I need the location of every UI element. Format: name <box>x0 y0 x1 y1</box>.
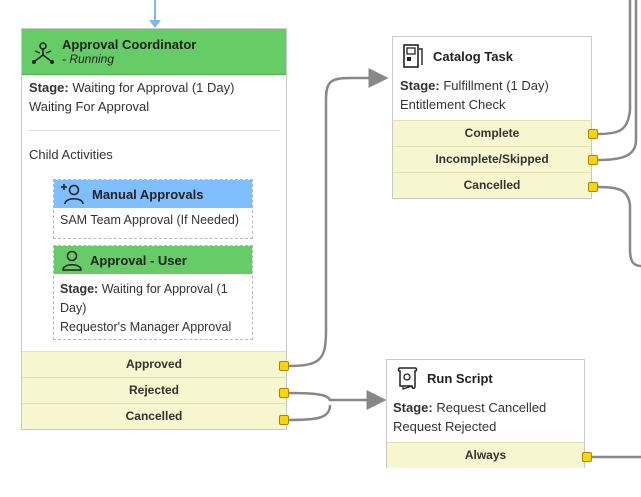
exit-complete[interactable]: Complete <box>393 120 591 146</box>
child-manual-approvals[interactable]: Manual Approvals SAM Team Approval (If N… <box>53 179 253 239</box>
user-icon <box>60 248 84 272</box>
approval-coordinator-stage: Stage: Waiting for Approval (1 Day) <box>29 80 235 95</box>
catalog-task-node[interactable]: Catalog Task Stage: Fulfillment (1 Day) … <box>392 36 592 199</box>
run-script-status: Request Rejected <box>393 419 497 434</box>
exit-catalog-cancelled[interactable]: Cancelled <box>393 172 591 198</box>
port-cancelled[interactable] <box>279 415 289 425</box>
wire-complete-out <box>597 0 632 136</box>
approval-user-stage-cont: Day) <box>60 301 87 315</box>
wire-cancelled-out <box>597 185 641 268</box>
manual-approvals-title: Manual Approvals <box>92 186 204 202</box>
approval-coordinator-node[interactable]: Approval Coordinator - Running Stage: Wa… <box>21 28 287 430</box>
run-script-stage: Stage: Request Cancelled <box>393 400 547 415</box>
exit-approved[interactable]: Approved <box>22 351 286 377</box>
child-approval-user[interactable]: Approval - User Stage: Waiting for Appro… <box>53 245 253 340</box>
manual-approvals-line: SAM Team Approval (If Needed) <box>60 213 240 227</box>
approval-user-stage: Stage: Waiting for Approval (1 <box>60 282 228 296</box>
run-script-title: Run Script <box>427 370 493 386</box>
divider <box>28 130 280 131</box>
approval-user-line: Requestor's Manager Approval <box>60 320 232 334</box>
port-approved[interactable] <box>279 361 289 371</box>
port-always[interactable] <box>582 452 592 462</box>
run-script-header[interactable]: Run Script <box>387 360 584 396</box>
script-scroll-icon <box>395 365 421 391</box>
exit-always[interactable]: Always <box>387 442 584 468</box>
port-rejected[interactable] <box>279 388 289 398</box>
catalog-task-icon <box>401 43 427 69</box>
catalog-task-stage: Stage: Fulfillment (1 Day) <box>400 78 549 93</box>
run-script-node[interactable]: Run Script Stage: Request Cancelled Requ… <box>386 359 585 468</box>
approval-coordinator-header[interactable]: Approval Coordinator - Running <box>22 29 286 75</box>
approval-coordinator-icon <box>30 39 56 65</box>
wire-cancelled-to-run-script <box>288 404 332 422</box>
wire-approved-to-catalog-task <box>288 68 389 368</box>
port-incomplete-skipped[interactable] <box>588 155 598 165</box>
approval-user-title: Approval - User <box>90 252 187 268</box>
manual-approvals-header[interactable]: Manual Approvals <box>54 180 252 208</box>
child-activities-label: Child Activities <box>29 147 113 162</box>
catalog-task-status: Entitlement Check <box>400 97 506 112</box>
exit-rejected[interactable]: Rejected <box>22 377 286 403</box>
catalog-task-title: Catalog Task <box>433 48 513 64</box>
catalog-task-header[interactable]: Catalog Task <box>393 37 591 75</box>
approval-coordinator-state: - Running <box>62 52 115 66</box>
port-catalog-cancelled[interactable] <box>588 182 598 192</box>
approval-user-header[interactable]: Approval - User <box>54 246 252 274</box>
wire-incomplete-out <box>597 0 638 162</box>
port-complete[interactable] <box>588 129 598 139</box>
approval-coordinator-status: Waiting For Approval <box>29 99 150 114</box>
exit-incomplete-skipped[interactable]: Incomplete/Skipped <box>393 146 591 172</box>
exit-cancelled[interactable]: Cancelled <box>22 403 286 429</box>
approval-coordinator-title: Approval Coordinator <box>62 37 197 52</box>
wire-rejected-to-run-script <box>288 390 387 410</box>
add-user-icon <box>60 182 84 206</box>
